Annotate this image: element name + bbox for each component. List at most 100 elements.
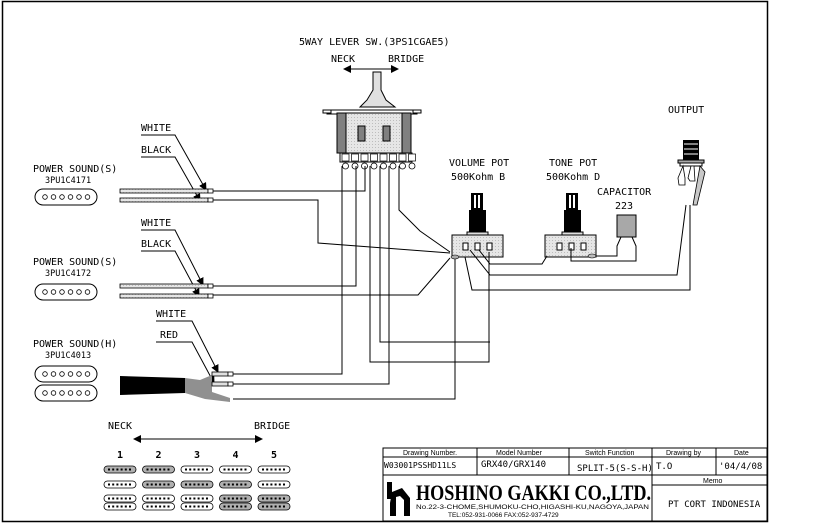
header-date: Date — [734, 450, 749, 457]
switch-terminal — [389, 153, 397, 162]
value-drawing-number: W03001PSSHD11LS — [384, 461, 456, 470]
pole-piece — [84, 390, 91, 396]
tone-pot-value: 500Kohm D — [546, 172, 600, 183]
pickup-middle-wire-black-label: BLACK — [141, 239, 171, 250]
company-address: No.22-3-CHOME,SHUMOKU-CHO,HIGASHI-KU,NAG… — [416, 504, 649, 511]
pole-piece — [67, 371, 74, 377]
active-pickup-icon — [219, 502, 252, 511]
pickup-neck-code: 3PU1C4171 — [45, 176, 91, 186]
volume-pot-value: 500Kohm B — [451, 172, 505, 183]
inactive-pickup-icon — [103, 480, 137, 489]
memo-value: PT CORT INDONESIA — [668, 500, 761, 510]
pickup-neck-wire-black-label: BLACK — [141, 145, 171, 156]
inactive-pickup-icon — [219, 465, 252, 474]
position-number: 1 — [117, 450, 123, 461]
tone-pot: TONE POT 500Kohm D — [544, 158, 600, 258]
position-number: 3 — [194, 450, 200, 461]
tone-pot-title: TONE POT — [549, 158, 597, 169]
pole-piece — [59, 390, 65, 396]
switch-solder-lug — [389, 162, 397, 170]
pickup-bridge-humbucker: POWER SOUND(H) 3PU1C4013 WHITE RED — [33, 309, 234, 402]
pole-piece — [59, 289, 65, 295]
switch-terminal — [398, 153, 407, 162]
pole-piece — [59, 194, 65, 200]
switch-lever — [358, 71, 397, 108]
volume-pot-title: VOLUME POT — [449, 158, 509, 169]
inactive-pickup-icon — [180, 502, 214, 511]
switch-title: 5WAY LEVER SW.(3PS1CGAE5) — [299, 37, 450, 48]
inactive-pickup-icon — [257, 465, 291, 474]
company-tel: TEL:052-931-0066 FAX:052-937-4729 — [448, 512, 559, 519]
positions-bridge-label: BRIDGE — [254, 421, 290, 432]
pole-piece — [84, 289, 91, 295]
position-number: 2 — [156, 450, 162, 461]
company-logo-icon — [387, 482, 410, 516]
switch-solder-lug — [342, 162, 349, 170]
switch-bridge-label: BRIDGE — [388, 54, 424, 65]
pickup-bridge-wire-red-label: RED — [160, 330, 178, 341]
pickup-middle-wire-white-label: WHITE — [141, 218, 171, 229]
switch-terminal — [341, 153, 350, 162]
pickup-neck: POWER SOUND(S) 3PU1C4171 WHITE BLACK — [33, 123, 214, 206]
pole-piece — [67, 194, 74, 200]
header-drawing-by: Drawing by — [666, 450, 702, 457]
pickup-middle: POWER SOUND(S) 3PU1C4172 WHITE BLACK — [33, 218, 214, 301]
pole-piece — [84, 194, 91, 200]
switch-terminal — [351, 153, 359, 162]
output-title: OUTPUT — [668, 105, 704, 116]
pole-piece — [50, 390, 57, 396]
header-switch-function: Switch Function — [585, 450, 635, 457]
pickup-bridge-name: POWER SOUND(H) — [33, 339, 117, 350]
value-date: '04/4/08 — [719, 462, 762, 472]
value-switch-function: SPLIT-5(S-S-H) — [577, 464, 653, 474]
inactive-pickup-icon — [103, 502, 137, 511]
pole-piece — [76, 371, 82, 377]
switch-neck-label: NECK — [331, 54, 355, 65]
wiring — [213, 166, 691, 400]
pickup-middle-name: POWER SOUND(S) — [33, 257, 117, 268]
title-block: Drawing Number. Model Number Switch Func… — [382, 447, 768, 522]
switch-solder-lug — [370, 162, 378, 170]
switch-terminal — [379, 153, 388, 162]
pickup-neck-name: POWER SOUND(S) — [33, 164, 117, 175]
pole-piece — [67, 289, 74, 295]
capacitor-value: 223 — [615, 201, 633, 212]
inactive-pickup-icon — [257, 480, 291, 489]
pole-piece — [76, 390, 82, 396]
active-pickup-icon — [142, 480, 175, 489]
capacitor-title: CAPACITOR — [597, 187, 652, 198]
header-drawing-number: Drawing Number. — [403, 450, 457, 457]
pickup-bridge-wire-white-label: WHITE — [156, 309, 186, 320]
pole-piece — [76, 194, 82, 200]
pole-piece — [50, 289, 57, 295]
pole-piece — [42, 289, 48, 295]
active-pickup-icon — [180, 480, 214, 489]
pole-piece — [50, 371, 57, 377]
active-pickup-icon — [142, 465, 175, 474]
volume-pot: VOLUME POT 500Kohm B — [449, 158, 509, 260]
pickup-bridge-code: 3PU1C4013 — [45, 351, 91, 361]
active-pickup-icon — [257, 502, 291, 511]
value-drawing-by: T.O — [656, 462, 672, 472]
switch-solder-lug — [408, 162, 416, 170]
inactive-pickup-icon — [103, 494, 137, 503]
lever-switch: 5WAY LEVER SW.(3PS1CGAE5) NECK BRIDGE — [299, 37, 450, 170]
pole-piece — [42, 371, 48, 377]
position-number: 5 — [271, 450, 277, 461]
switch-terminal — [370, 153, 378, 162]
company-name: HOSHINO GAKKI CO.,LTD. — [416, 480, 651, 505]
active-pickup-icon — [257, 494, 291, 503]
inactive-pickup-icon — [142, 502, 175, 511]
value-model-number: GRX40/GRX140 — [481, 460, 546, 470]
active-pickup-icon — [219, 494, 252, 503]
active-pickup-icon — [103, 465, 137, 474]
header-model-number: Model Number — [496, 450, 543, 457]
memo-label: Memo — [703, 478, 723, 485]
output-jack: OUTPUT — [668, 105, 706, 206]
pole-piece — [76, 289, 82, 295]
pickup-middle-code: 3PU1C4172 — [45, 269, 91, 279]
pole-piece — [42, 390, 48, 396]
switch-terminal — [408, 153, 416, 162]
